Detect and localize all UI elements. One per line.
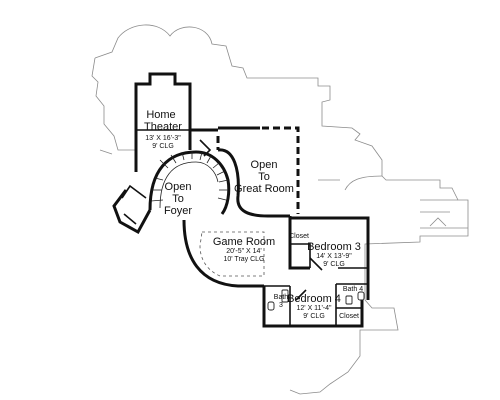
- bedroom-3-ceiling: 9' CLG: [323, 261, 345, 268]
- open-foyer-line3: Foyer: [164, 205, 192, 217]
- game-room-walls: [182, 219, 265, 288]
- open-to-great-room-railing: [216, 126, 300, 218]
- open-foyer-line1: Open: [165, 181, 192, 193]
- sink-icon: [281, 289, 289, 303]
- bedroom-4-walls: [262, 283, 368, 328]
- closet-upper-label: Closet: [289, 233, 309, 240]
- open-foyer-line2: To: [172, 193, 184, 205]
- toilet-icon: [357, 291, 365, 301]
- bath-4-label: Bath 4: [343, 286, 363, 293]
- bedroom-3-dims: 14' X 13'-9": [316, 253, 352, 260]
- open-great-room-line2: To: [258, 171, 270, 183]
- open-great-room-line1: Open: [251, 159, 278, 171]
- room-labels: Home Theater 13' X 16'-3" 9' CLG Open To…: [144, 109, 363, 320]
- bedroom-4-ceiling: 9' CLG: [303, 313, 325, 320]
- bedroom-4-dims: 12' X 11'-4": [297, 305, 333, 312]
- bedroom-3-walls: [288, 216, 370, 300]
- toilet-icon: [267, 301, 275, 311]
- game-room-label: Game Room: [213, 236, 275, 248]
- home-theater-dims: 13' X 16'-3": [145, 135, 181, 142]
- home-theater-label-2: Theater: [144, 121, 182, 133]
- curved-staircase: [148, 139, 231, 215]
- home-theater-walls: [134, 72, 218, 172]
- roof-outline: [91, 24, 469, 395]
- bedroom-4-label: Bedroom 4: [287, 293, 341, 305]
- home-theater-label-1: Home: [146, 109, 175, 121]
- game-room-dims: 20'-5" X 14': [226, 248, 262, 255]
- game-room-ceiling: 10' Tray CLG: [223, 256, 264, 263]
- foyer-bay-window: [112, 184, 152, 235]
- bath-3-label-1: Bath: [274, 294, 289, 301]
- bath-fixtures: [267, 289, 365, 311]
- sink-icon: [345, 295, 353, 305]
- bath-3-label-2: 3: [279, 302, 283, 309]
- bedroom-3-label: Bedroom 3: [307, 241, 361, 253]
- closet-lower-label: Closet: [339, 313, 359, 320]
- open-great-room-line3: Great Room: [234, 183, 294, 195]
- home-theater-ceiling: 9' CLG: [152, 143, 174, 150]
